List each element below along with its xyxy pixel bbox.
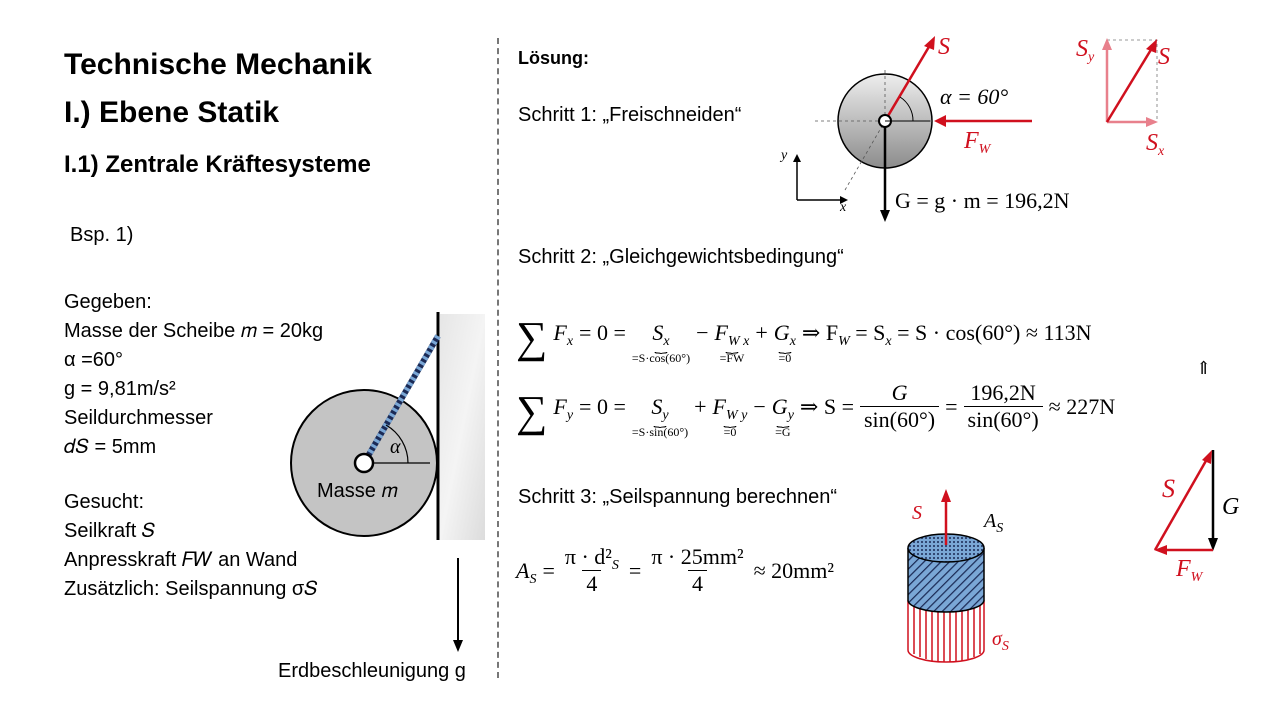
cyl-S-label: S — [912, 502, 922, 524]
step2-label: Schritt 2: „Gleichgewichtsbedingung“ — [518, 246, 844, 268]
given-item: Seildurchmesser — [64, 407, 213, 429]
solution-label: Lösung: — [518, 48, 589, 68]
column-divider — [497, 38, 499, 678]
alpha-arc — [385, 424, 409, 464]
fbd-S-label: S — [938, 34, 950, 60]
given-block: Gegeben: Masse der Scheibe 𝑚 = 20kg α =6… — [64, 288, 323, 462]
decomp-S — [1105, 47, 1154, 123]
implies-up-arrow: ⇑ — [1196, 358, 1212, 378]
fbd-G-equation: G = g · m = 196,2N — [895, 188, 1070, 213]
gravity-label: Erdbeschleunigung g — [278, 660, 466, 682]
given-item: α =60° — [64, 349, 124, 371]
decomp-Sx-label: Sx — [1146, 130, 1165, 159]
rope-cylinder — [907, 489, 985, 663]
given-header: Gegeben: — [64, 291, 152, 313]
cyl-sigma-label: σS — [992, 628, 1009, 654]
disk-label: Masse 𝑚 — [317, 480, 398, 502]
step3-label: Schritt 3: „Seilspannung berechnen“ — [518, 486, 838, 508]
fbd-alpha-label: α = 60° — [940, 84, 1009, 109]
example-label: Bsp. 1) — [70, 224, 134, 246]
fbd-FW-label: FW — [964, 128, 991, 157]
sought-item: Zusätzlich: Seilspannung σ𝑆 — [64, 578, 318, 600]
equation-sum-fy: ∑ Fy = 0 = Sy⏟=S·sin(60°) + FW y⏟=0 − Gy… — [516, 380, 1116, 439]
cyl-AS-label: AS — [984, 510, 1004, 536]
fbd-S-arrow — [883, 44, 932, 122]
tri-G-label: G — [1222, 494, 1240, 520]
decomp-Sy-label: Sy — [1076, 36, 1095, 65]
title-technische-mechanik: Technische Mechanik — [64, 48, 372, 81]
sought-header: Gesucht: — [64, 491, 145, 513]
sought-item: Anpresskraft 𝐹𝑊 an Wand — [64, 549, 298, 571]
sought-block: Gesucht: Seilkraft 𝑆 Anpresskraft 𝐹𝑊 an … — [64, 488, 318, 604]
equation-sum-fx: ∑ Fx = 0 = Sx⏟=S·cos(60°) − FW x⏟=FW + G… — [516, 313, 1092, 365]
given-item: Masse der Scheibe 𝑚 = 20kg — [64, 320, 324, 342]
axis-x-label: x — [840, 200, 847, 215]
tri-S-label: S — [1162, 474, 1175, 503]
step1-label: Schritt 1: „Freischneiden“ — [518, 104, 742, 126]
given-item: g = 9,81m/s² — [64, 378, 176, 400]
given-item: 𝑑𝑆 = 5mm — [64, 436, 157, 458]
axis-y-label: y — [781, 148, 788, 163]
alpha-label: α — [390, 436, 401, 458]
wall-texture — [440, 314, 485, 540]
decomp-S-label: S — [1158, 44, 1170, 70]
title-ebene-statik: I.) Ebene Statik — [64, 96, 280, 129]
sought-item: Seilkraft 𝑆 — [64, 520, 156, 542]
tri-S — [1153, 458, 1209, 551]
tri-FW-label: FW — [1176, 556, 1203, 585]
disk-center — [353, 452, 375, 474]
section-title: I.1) Zentrale Kräftesysteme — [64, 151, 371, 178]
